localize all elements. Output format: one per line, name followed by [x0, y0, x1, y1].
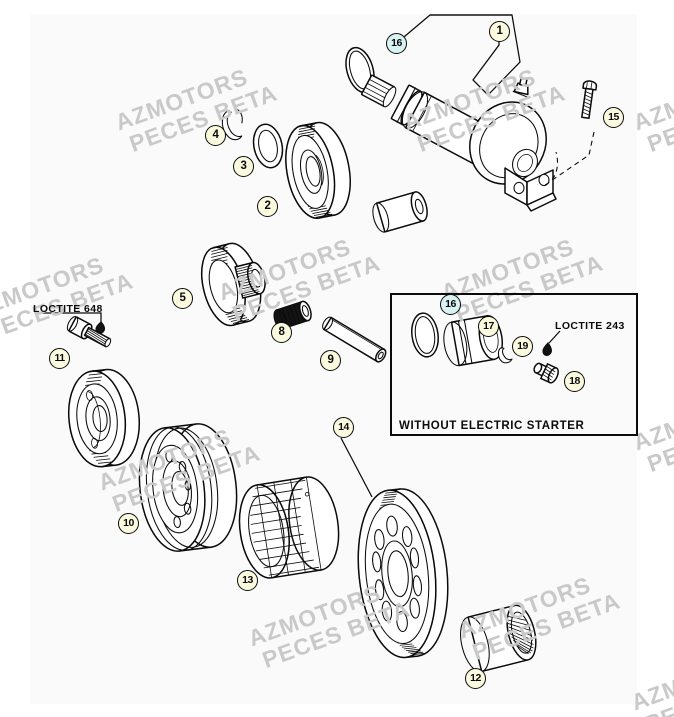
part-13-sprag-clutch	[238, 476, 340, 579]
callout-13[interactable]: 13	[237, 570, 258, 591]
inset-caption: WITHOUT ELECTRIC STARTER	[399, 420, 585, 432]
callout-15[interactable]: 15	[603, 107, 624, 128]
loctite-648-label: LOCTITE 648	[33, 303, 103, 315]
part-12-needle-bearing-cage	[460, 604, 537, 673]
part-1-electric-starter-motor	[361, 74, 559, 212]
callout-14[interactable]: 14	[333, 417, 354, 438]
callout-16[interactable]: 16	[440, 294, 461, 315]
part-3-washer	[252, 123, 284, 169]
callout-9[interactable]: 9	[320, 350, 341, 371]
callout-18[interactable]: 18	[564, 371, 585, 392]
part-11-bolt	[66, 316, 112, 348]
part-starter-drive-gear	[67, 368, 141, 468]
part-sleeve-bushing	[372, 191, 428, 233]
callout-5[interactable]: 5	[172, 288, 193, 309]
callout-11[interactable]: 11	[49, 348, 70, 369]
part-16-o-ring-inset	[411, 312, 439, 358]
loctite-243-drop	[542, 342, 553, 356]
without-electric-starter-box	[390, 293, 638, 436]
callout-17[interactable]: 17	[478, 316, 499, 337]
part-9-idler-shaft-pin	[322, 316, 387, 363]
part-10-flywheel-rotor	[138, 423, 238, 552]
callout-16[interactable]: 16	[386, 33, 407, 54]
callout-19[interactable]: 19	[512, 336, 533, 357]
callout-3[interactable]: 3	[233, 156, 254, 177]
part-5-double-idler-gear	[200, 242, 266, 327]
part-2-idler-gear-large	[285, 121, 351, 220]
callout-12[interactable]: 12	[465, 668, 486, 689]
callout-4[interactable]: 4	[205, 125, 226, 146]
callout-8[interactable]: 8	[271, 322, 292, 343]
callout-1[interactable]: 1	[489, 21, 510, 42]
part-18-screw	[533, 362, 559, 384]
motor-mount-lugs	[504, 167, 557, 212]
loctite-648-drop	[95, 321, 106, 334]
loctite-243-label: LOCTITE 243	[555, 320, 625, 332]
part-15-starter-mounting-bolt	[581, 80, 598, 119]
part-14-starter-driven-gear	[357, 488, 449, 659]
callout-10[interactable]: 10	[118, 513, 139, 534]
callout-2[interactable]: 2	[257, 196, 278, 217]
part-19-retaining-clip	[497, 347, 513, 364]
